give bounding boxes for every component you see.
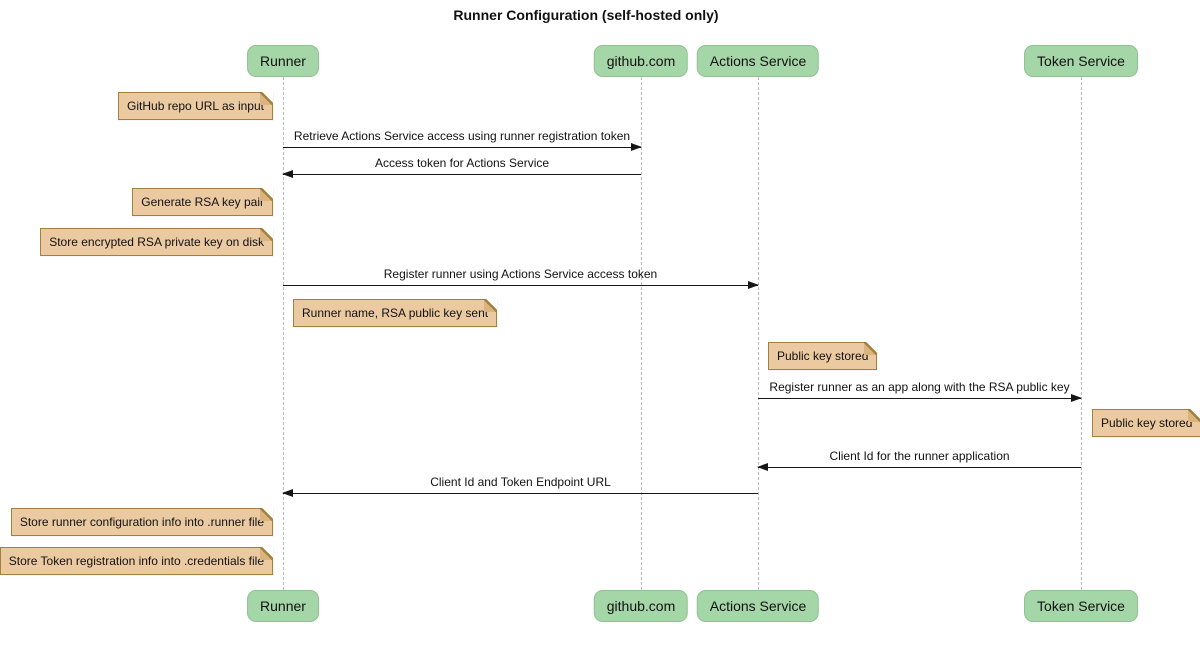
note-store-credentials-file: Store Token registration info into .cred… <box>0 547 274 575</box>
message-access-token: Access token for Actions Service <box>282 156 641 178</box>
lifeline-github <box>641 77 642 590</box>
note-store-private-key: Store encrypted RSA private key on disk <box>40 228 273 256</box>
participant-token-service-bottom: Token Service <box>1024 590 1138 622</box>
diagram-title: Runner Configuration (self-hosted only) <box>453 7 719 23</box>
arrowhead-left-icon <box>282 489 293 497</box>
message-line <box>282 170 641 178</box>
participant-actions-service-bottom: Actions Service <box>696 590 820 622</box>
note-public-key-stored-token: Public key stored <box>1092 409 1200 437</box>
message-line <box>758 394 1082 402</box>
participant-github-top: github.com <box>593 45 689 77</box>
participant-github-bottom: github.com <box>593 590 689 622</box>
message-label: Retrieve Actions Service access using ru… <box>293 129 631 143</box>
message-client-id: Client Id for the runner application <box>757 449 1081 471</box>
message-client-id-endpoint: Client Id and Token Endpoint URL <box>282 475 758 497</box>
arrowhead-right-icon <box>748 281 759 289</box>
message-label: Client Id and Token Endpoint URL <box>430 475 611 489</box>
message-register-runner-app: Register runner as an app along with the… <box>758 380 1082 402</box>
note-github-repo-url: GitHub repo URL as input <box>118 92 273 120</box>
note-runner-name-sent: Runner name, RSA public key sent <box>293 299 498 327</box>
participant-actions-service-top: Actions Service <box>696 45 820 77</box>
lifeline-runner <box>283 77 284 590</box>
note-generate-rsa: Generate RSA key pair <box>132 188 273 216</box>
arrowhead-left-icon <box>282 170 293 178</box>
participant-token-service-top: Token Service <box>1024 45 1138 77</box>
message-label: Register runner using Actions Service ac… <box>383 267 658 281</box>
message-label: Client Id for the runner application <box>829 449 1010 463</box>
note-store-runner-file: Store runner configuration info into .ru… <box>10 508 274 536</box>
arrowhead-right-icon <box>631 143 642 151</box>
message-label: Register runner as an app along with the… <box>769 380 1070 394</box>
message-register-runner: Register runner using Actions Service ac… <box>283 267 759 289</box>
message-line <box>282 489 758 497</box>
participant-runner-top: Runner <box>247 45 319 77</box>
message-line <box>283 281 759 289</box>
note-public-key-stored-actions: Public key stored <box>768 342 878 370</box>
message-retrieve-actions-access: Retrieve Actions Service access using ru… <box>283 129 642 151</box>
arrowhead-right-icon <box>1071 394 1082 402</box>
lifeline-actions-service <box>758 77 759 590</box>
arrowhead-left-icon <box>757 463 768 471</box>
lifeline-token-service <box>1081 77 1082 590</box>
message-line <box>283 143 642 151</box>
participant-runner-bottom: Runner <box>247 590 319 622</box>
message-label: Access token for Actions Service <box>374 156 550 170</box>
message-line <box>757 463 1081 471</box>
